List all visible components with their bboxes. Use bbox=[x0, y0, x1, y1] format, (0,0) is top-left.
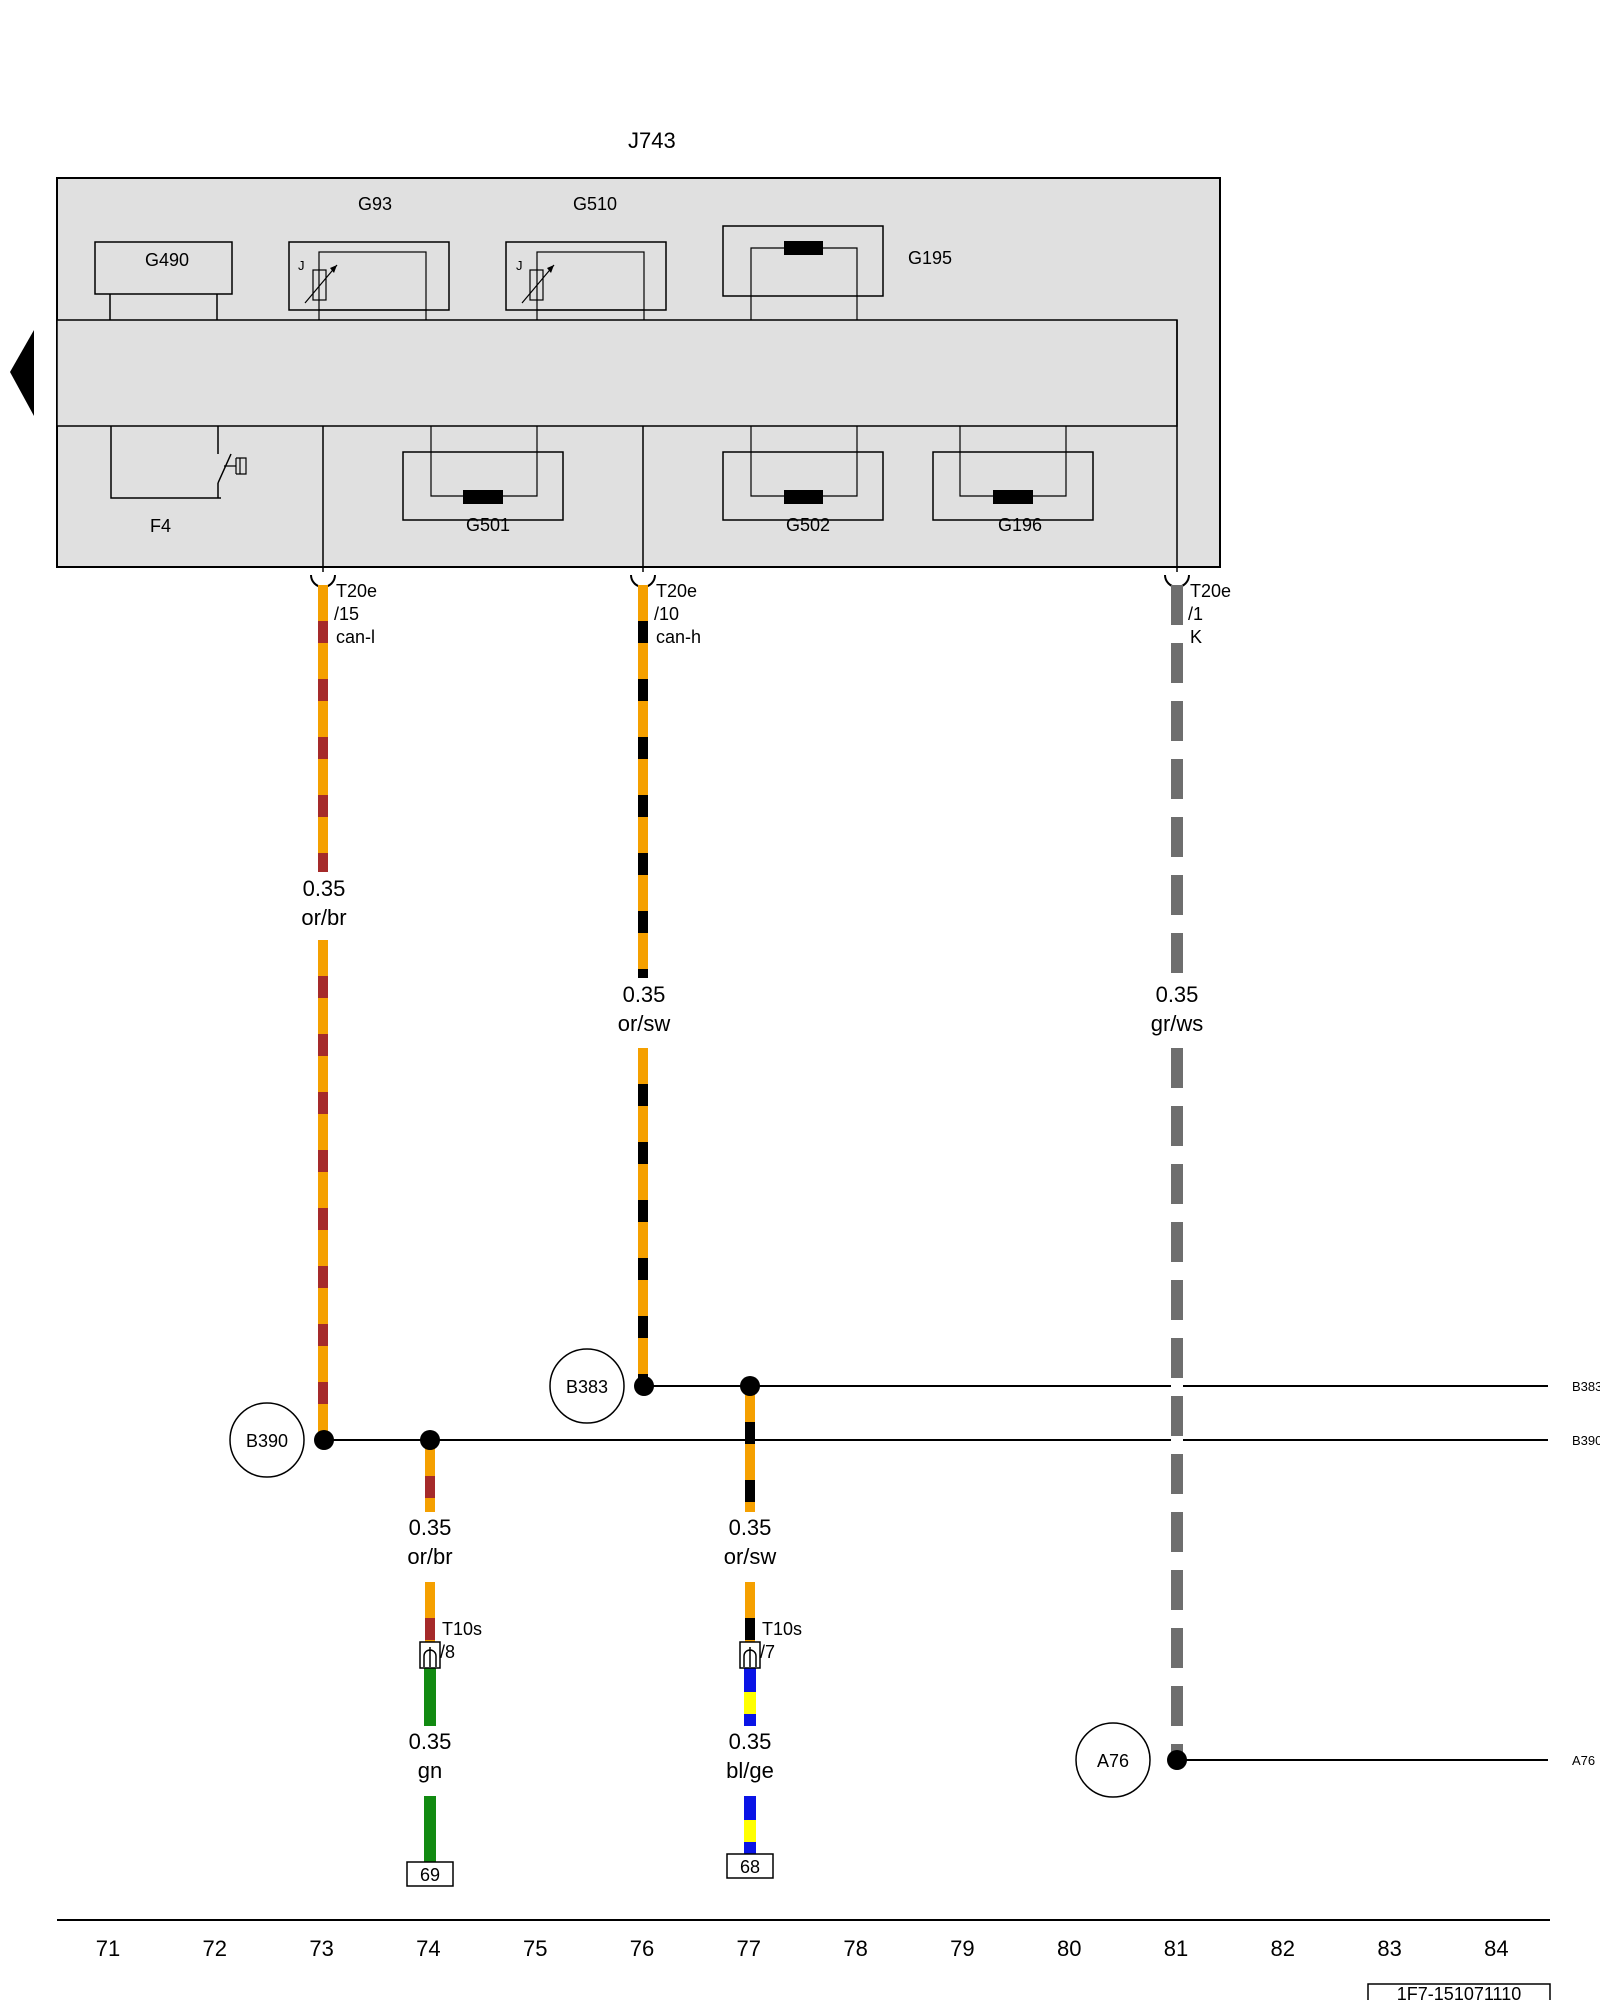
splice-a76-label: A76 bbox=[1097, 1751, 1129, 1771]
column-number: 83 bbox=[1377, 1936, 1401, 1961]
connector-can-h-signal: can-h bbox=[656, 627, 701, 647]
splice-b383-circle bbox=[549, 1348, 625, 1424]
component-g490-label: G490 bbox=[145, 250, 189, 270]
resistor-icon bbox=[529, 269, 544, 301]
component-g195-label: G195 bbox=[908, 248, 952, 268]
resistor-icon bbox=[312, 269, 327, 301]
wire-w73-gauge: 0.35 bbox=[303, 876, 346, 901]
wire-w76-color: or/sw bbox=[618, 1011, 671, 1036]
component-g501-label: G501 bbox=[466, 515, 510, 535]
sensor-element-icon bbox=[784, 490, 823, 504]
column-number: 75 bbox=[523, 1936, 547, 1961]
module-title: J743 bbox=[628, 128, 676, 153]
wire-w74b-gauge: 0.35 bbox=[409, 1729, 452, 1754]
wire-w77a-gauge: 0.35 bbox=[729, 1515, 772, 1540]
connector-can-l-signal: can-l bbox=[336, 627, 375, 647]
t10s-b-pin: /7 bbox=[760, 1642, 775, 1662]
doc-number: 1F7-151071110 bbox=[1397, 1984, 1521, 2000]
splice-dot bbox=[1167, 1750, 1187, 1770]
ref-b390: B390 bbox=[1572, 1433, 1600, 1448]
splice-dot bbox=[740, 1376, 760, 1396]
connector-can-h-pin: T20e bbox=[656, 581, 697, 601]
wire-w81-color: gr/ws bbox=[1151, 1011, 1204, 1036]
left-arrow-icon[interactable] bbox=[10, 330, 34, 416]
component-g510-label: G510 bbox=[573, 194, 617, 214]
wire-w74a-gauge: 0.35 bbox=[409, 1515, 452, 1540]
column-number: 81 bbox=[1164, 1936, 1188, 1961]
column-number: 80 bbox=[1057, 1936, 1081, 1961]
wire-w77a-color: or/sw bbox=[724, 1544, 777, 1569]
svg-text:J: J bbox=[298, 258, 305, 273]
splice-a76-circle bbox=[1075, 1722, 1151, 1798]
column-number: 78 bbox=[843, 1936, 867, 1961]
component-f4-label: F4 bbox=[150, 516, 171, 536]
component-g195 bbox=[722, 225, 884, 297]
column-number: 79 bbox=[950, 1936, 974, 1961]
sensor-element-icon bbox=[463, 490, 503, 504]
switch-actuator-icon bbox=[224, 457, 247, 475]
connector-can-l-pos: /15 bbox=[334, 604, 359, 624]
splice-b390-circle bbox=[229, 1402, 305, 1478]
column-number: 74 bbox=[416, 1936, 440, 1961]
connector-k-signal: K bbox=[1190, 627, 1202, 647]
wire-w77b-color: bl/ge bbox=[726, 1758, 774, 1783]
sensor-element-icon bbox=[784, 241, 823, 255]
component-g196 bbox=[932, 451, 1094, 521]
splice-dot bbox=[314, 1430, 334, 1450]
ref-a76: A76 bbox=[1572, 1753, 1595, 1768]
wire-w74b-color: gn bbox=[418, 1758, 442, 1783]
column-number: 82 bbox=[1271, 1936, 1295, 1961]
splice-dot bbox=[420, 1430, 440, 1450]
column-number: 73 bbox=[309, 1936, 333, 1961]
column-number: 72 bbox=[203, 1936, 227, 1961]
component-g501 bbox=[402, 451, 564, 521]
t10s-a-pin: /8 bbox=[440, 1642, 455, 1662]
component-g502 bbox=[722, 451, 884, 521]
t10s-a-name: T10s bbox=[442, 1619, 482, 1639]
splice-dot bbox=[634, 1376, 654, 1396]
splice-b390-label: B390 bbox=[246, 1431, 288, 1451]
sensor-element-icon bbox=[993, 490, 1033, 504]
column-number: 77 bbox=[737, 1936, 761, 1961]
component-g196-label: G196 bbox=[998, 515, 1042, 535]
connector-k-pos: /1 bbox=[1188, 604, 1203, 624]
wire-w73-color: or/br bbox=[301, 905, 346, 930]
column-number: 71 bbox=[96, 1936, 120, 1961]
component-g490 bbox=[94, 241, 233, 295]
component-g502-label: G502 bbox=[786, 515, 830, 535]
column-number: 84 bbox=[1484, 1936, 1508, 1961]
component-g93-label: G93 bbox=[358, 194, 392, 214]
connector-can-h-pos: /10 bbox=[654, 604, 679, 624]
wire-w74a-color: or/br bbox=[407, 1544, 452, 1569]
terminal-68-box bbox=[726, 1853, 774, 1879]
connector-can-l-pin: T20e bbox=[336, 581, 377, 601]
splice-b383-label: B383 bbox=[566, 1377, 608, 1397]
t10s-b-name: T10s bbox=[762, 1619, 802, 1639]
column-number: 76 bbox=[630, 1936, 654, 1961]
wire-w76-gauge: 0.35 bbox=[623, 982, 666, 1007]
doc-number-box bbox=[1367, 1983, 1551, 2000]
terminal-68-label: 68 bbox=[740, 1857, 760, 1877]
ref-b383: B383 bbox=[1572, 1379, 1600, 1394]
wire-w81-gauge: 0.35 bbox=[1156, 982, 1199, 1007]
connector-k-pin: T20e bbox=[1190, 581, 1231, 601]
svg-text:J: J bbox=[516, 258, 523, 273]
module-bus-bar bbox=[56, 319, 1178, 427]
wire-w77b-gauge: 0.35 bbox=[729, 1729, 772, 1754]
terminal-69-box bbox=[406, 1861, 454, 1887]
terminal-69-label: 69 bbox=[420, 1865, 440, 1885]
